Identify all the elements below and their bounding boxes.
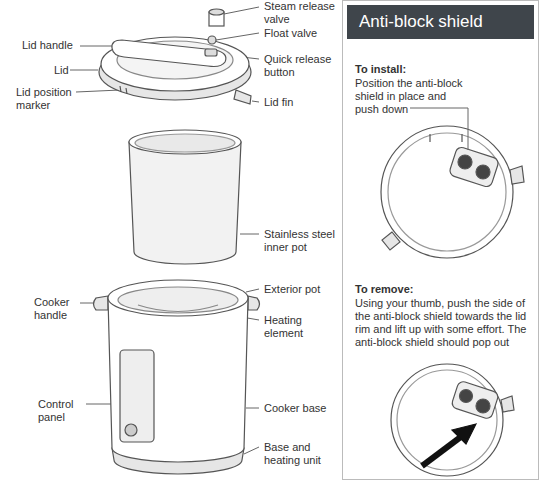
- part-label: Base and heating unit: [264, 441, 338, 467]
- inner-pot-drawing: [129, 130, 241, 264]
- instruction-heading: To install:: [355, 63, 525, 76]
- info-panel: Anti-block shield To install:Position the…: [342, 0, 539, 480]
- lid-drawing: [99, 9, 251, 104]
- part-label: Lid handle: [22, 39, 73, 52]
- part-label: Exterior pot: [264, 283, 320, 296]
- instruction-heading: To remove:: [355, 283, 525, 296]
- shield-install-drawing: [381, 108, 524, 258]
- part-label: Steam release valve: [264, 0, 338, 26]
- part-label: Cooker handle: [34, 296, 80, 322]
- part-label: Quick release button: [264, 53, 338, 79]
- part-label: Stainless steel inner pot: [264, 228, 338, 254]
- part-label: Cooker base: [264, 402, 326, 415]
- part-label: Heating element: [264, 314, 324, 340]
- part-label: Lid fin: [264, 96, 293, 109]
- instruction-text: Position the anti-block shield in place …: [355, 77, 469, 116]
- part-label: Lid: [54, 64, 69, 77]
- part-label: Lid position marker: [16, 86, 78, 112]
- base-drawing: [94, 280, 260, 474]
- part-label: Control panel: [38, 398, 86, 424]
- shield-remove-drawing: [391, 364, 514, 476]
- panel-heading: Anti-block shield: [347, 5, 534, 39]
- instruction-text: Using your thumb, push the side of the a…: [355, 297, 535, 349]
- part-label: Float valve: [264, 27, 317, 40]
